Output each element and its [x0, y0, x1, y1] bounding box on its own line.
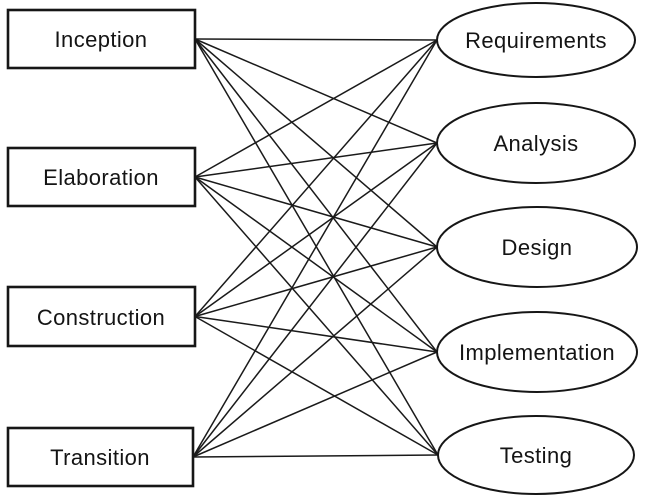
workflow-requirements-label: Requirements [465, 28, 607, 53]
edge-inception-implementation [194, 38, 438, 353]
edge-inception-requirements [194, 38, 438, 41]
phase-transition-box [6, 426, 195, 488]
phase-construction-label: Construction [37, 305, 165, 330]
phase-elaboration-label: Elaboration [43, 165, 159, 190]
edge-transition-requirements [192, 39, 438, 458]
workflow-analysis: Analysis [436, 102, 636, 184]
workflow-implementation-label: Implementation [459, 340, 615, 365]
phase-elaboration: Elaboration [6, 146, 197, 208]
workflow-testing-label: Testing [500, 443, 573, 468]
edge-construction-requirements [194, 39, 438, 317]
edge-construction-design [194, 246, 438, 318]
workflow-implementation: Implementation [436, 311, 638, 393]
edge-construction-analysis [194, 142, 438, 318]
edge-elaboration-testing [194, 176, 439, 456]
workflow-testing-ellipse [437, 415, 635, 495]
workflow-design: Design [436, 206, 638, 288]
edge-transition-analysis [192, 142, 438, 458]
edge-elaboration-analysis [194, 142, 438, 178]
edge-elaboration-requirements [194, 39, 438, 178]
workflow-design-label: Design [502, 235, 573, 260]
phase-inception-box [6, 8, 197, 70]
edge-transition-testing [192, 454, 439, 458]
phase-construction-box [6, 285, 197, 348]
workflow-analysis-ellipse [436, 102, 636, 184]
edge-elaboration-implementation [194, 176, 438, 353]
phase-inception: Inception [6, 8, 197, 70]
workflow-analysis-label: Analysis [493, 131, 578, 156]
edge-transition-implementation [192, 351, 438, 458]
edge-elaboration-design [194, 176, 438, 248]
edge-inception-analysis [194, 38, 438, 144]
workflow-requirements: Requirements [436, 2, 636, 78]
workflow-testing: Testing [437, 415, 635, 495]
workflow-implementation-ellipse [436, 311, 638, 393]
edges-layer [192, 38, 439, 458]
workflow-design-ellipse [436, 206, 638, 288]
phase-transition: Transition [6, 426, 195, 488]
edge-construction-testing [194, 315, 439, 456]
phase-construction: Construction [6, 285, 197, 348]
phase-transition-label: Transition [50, 445, 150, 470]
edge-transition-design [192, 246, 438, 458]
phase-elaboration-box [6, 146, 197, 208]
edge-construction-implementation [194, 315, 438, 353]
edge-inception-design [194, 38, 438, 248]
phase-inception-label: Inception [55, 27, 148, 52]
workflow-requirements-ellipse [436, 2, 636, 78]
